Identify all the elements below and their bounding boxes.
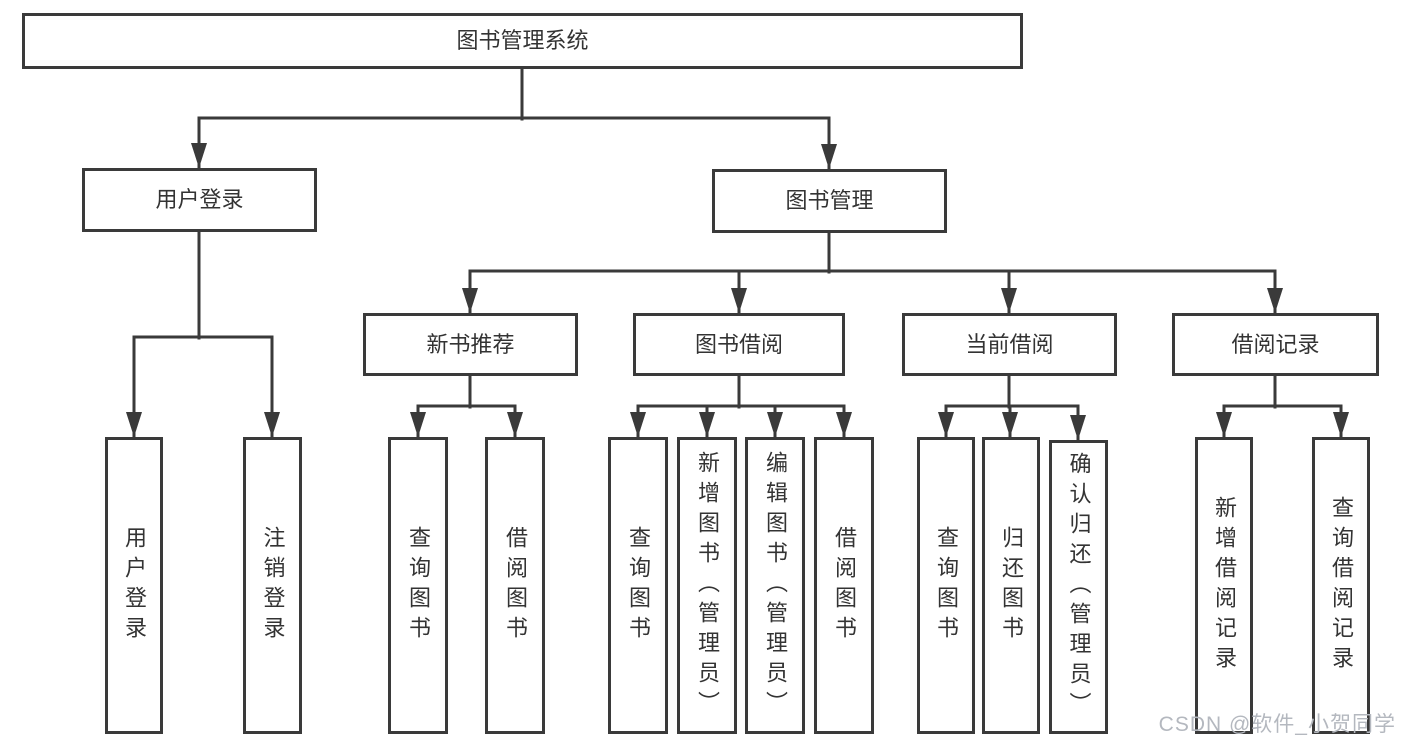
node-leaf-current-query-books: 查询图书 — [917, 437, 975, 734]
node-leaf-records-query-borrow-record: 查询借阅记录 — [1312, 437, 1370, 734]
node-leaf-user-login: 用户登录 — [105, 437, 163, 734]
node-leaf-logout: 注销登录 — [243, 437, 302, 734]
node-book-management: 图书管理 — [712, 169, 947, 233]
node-leaf-borrowing-query-books: 查询图书 — [608, 437, 668, 734]
node-leaf-borrowing-add-books-admin: 新增图书（管理员） — [677, 437, 737, 734]
node-leaf-borrowing-edit-books-admin: 编辑图书（管理员） — [745, 437, 805, 734]
node-new-book-recommend: 新书推荐 — [363, 313, 578, 376]
node-leaf-current-confirm-return-admin: 确认归还（管理员） — [1049, 440, 1108, 734]
node-current-borrowing: 当前借阅 — [902, 313, 1117, 376]
node-book-borrowing: 图书借阅 — [633, 313, 845, 376]
node-leaf-borrowing-borrow-books: 借阅图书 — [814, 437, 874, 734]
node-user-login: 用户登录 — [82, 168, 317, 232]
node-leaf-recommend-borrow-books: 借阅图书 — [485, 437, 545, 734]
node-borrowing-records: 借阅记录 — [1172, 313, 1379, 376]
watermark: CSDN @软件_小贺同学 — [1158, 713, 1396, 736]
node-root-book-management-system: 图书管理系统 — [22, 13, 1023, 69]
node-leaf-current-return-books: 归还图书 — [982, 437, 1040, 734]
node-leaf-recommend-query-books: 查询图书 — [388, 437, 448, 734]
node-leaf-records-add-borrow-record: 新增借阅记录 — [1195, 437, 1253, 734]
